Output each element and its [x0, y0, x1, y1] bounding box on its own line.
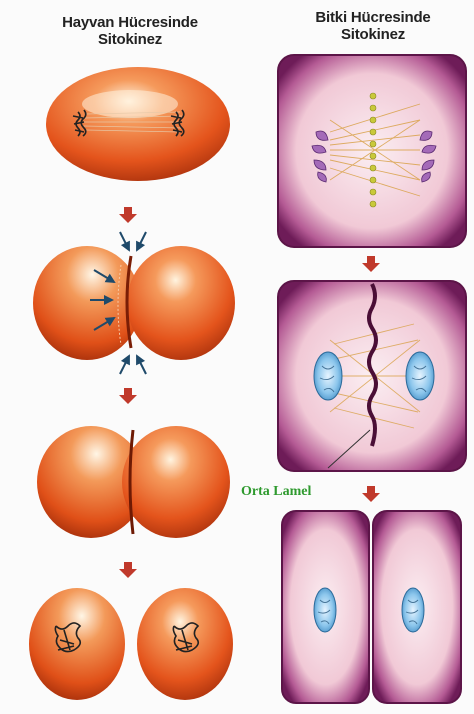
nucleus-right	[402, 588, 424, 632]
animal-stage-3	[37, 426, 230, 538]
animal-stage-1	[46, 67, 230, 181]
animal-cell-left-half	[33, 246, 141, 360]
nucleus-left	[314, 352, 342, 400]
plant-stage-1	[278, 55, 466, 247]
nucleus-right	[406, 352, 434, 400]
animal-stage-4	[29, 588, 233, 700]
animal-cell-right-half	[122, 426, 230, 538]
plant-stage-3	[282, 511, 461, 703]
animal-stage-2	[33, 232, 235, 374]
plant-stage-2	[278, 281, 466, 471]
middle-lamella-label: Orta Lamel	[241, 484, 311, 500]
animal-cell-right-half	[127, 246, 235, 360]
daughter-cell-left	[29, 588, 125, 700]
daughter-cell-right	[137, 588, 233, 700]
plant-cell-wall	[278, 55, 466, 247]
nucleus-left	[314, 588, 336, 632]
animal-cell-ellipse	[46, 67, 230, 181]
